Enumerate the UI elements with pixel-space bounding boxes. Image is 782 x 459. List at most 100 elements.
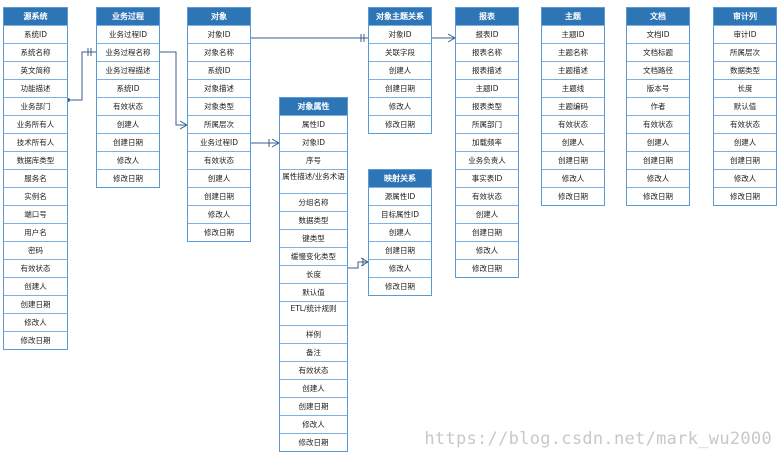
entity-field: 服务名 — [4, 169, 67, 187]
entity-field: 作者 — [627, 97, 689, 115]
entity-field: 修改日期 — [4, 331, 67, 349]
entity-field: 修改人 — [97, 151, 159, 169]
entity-field: 键类型 — [280, 229, 347, 247]
entity-field: 属性描述/业务术语 — [280, 169, 347, 193]
entity-title: 源系统 — [4, 8, 67, 25]
entity-field: 事实表ID — [456, 169, 518, 187]
entity-field: 系统名称 — [4, 43, 67, 61]
entity-field: 属性ID — [280, 115, 347, 133]
entity-field: 修改人 — [714, 169, 776, 187]
entity-title: 映射关系 — [369, 170, 431, 187]
entity-field: 业务所有人 — [4, 115, 67, 133]
entity-field: 业务过程ID — [97, 25, 159, 43]
entity-field: 有效状态 — [4, 259, 67, 277]
entity-field: 源属性ID — [369, 187, 431, 205]
entity-field: 修改日期 — [456, 259, 518, 277]
rel-attribute-mapping — [348, 261, 368, 269]
entity-field: 修改人 — [369, 259, 431, 277]
rel-system-process — [68, 51, 96, 101]
entity-field: 有效状态 — [188, 151, 250, 169]
entity-field: 报表名称 — [456, 43, 518, 61]
entity-field: 有效状态 — [456, 187, 518, 205]
entity-field: 文档路径 — [627, 61, 689, 79]
entity-field: 修改日期 — [280, 433, 347, 451]
entity-field: 创建人 — [369, 223, 431, 241]
entity-field: 创建日期 — [627, 151, 689, 169]
entity-field: 密码 — [4, 241, 67, 259]
entity-field: 技术所有人 — [4, 133, 67, 151]
entity-field: 对象类型 — [188, 97, 250, 115]
entity-field: 修改日期 — [97, 169, 159, 187]
entity-field: 创建日期 — [714, 151, 776, 169]
entity-field: 所属层次 — [714, 43, 776, 61]
entity-field: 主题编码 — [542, 97, 604, 115]
entity-field: 业务过程描述 — [97, 61, 159, 79]
entity-field: 创建人 — [627, 133, 689, 151]
entity-field: 创建日期 — [456, 223, 518, 241]
entity-field: 业务负责人 — [456, 151, 518, 169]
entity-field: 创建日期 — [4, 295, 67, 313]
entity-field: 数据库类型 — [4, 151, 67, 169]
entity-field: 修改日期 — [369, 277, 431, 295]
entity-field: 创建人 — [188, 169, 250, 187]
entity-field: 数据类型 — [714, 61, 776, 79]
entity-field: 业务部门 — [4, 97, 67, 115]
entity-field: 版本号 — [627, 79, 689, 97]
entity-title: 文档 — [627, 8, 689, 25]
entity-field: 对象ID — [280, 133, 347, 151]
entity-field: 主题ID — [456, 79, 518, 97]
entity-field: 对象ID — [188, 25, 250, 43]
entity-field: 修改人 — [369, 97, 431, 115]
entity-field: 创建人 — [4, 277, 67, 295]
entity-field: 创建人 — [97, 115, 159, 133]
entity-field: 文档ID — [627, 25, 689, 43]
entity-field: 备注 — [280, 343, 347, 361]
entity-field: 报表描述 — [456, 61, 518, 79]
rel-process-object — [160, 51, 187, 126]
entity-field: 修改人 — [456, 241, 518, 259]
entity-field: 有效状态 — [280, 361, 347, 379]
entity-field: 修改日期 — [188, 223, 250, 241]
entity-field: 创建日期 — [97, 133, 159, 151]
entity-field: 主题线 — [542, 79, 604, 97]
entity-field: 创建日期 — [369, 79, 431, 97]
entity-field: 修改人 — [4, 313, 67, 331]
entity-field: 缓慢变化类型 — [280, 247, 347, 265]
entity-field: 修改人 — [280, 415, 347, 433]
entity-title: 审计列 — [714, 8, 776, 25]
entity-field: 业务过程ID — [188, 133, 250, 151]
entity-field: 用户名 — [4, 223, 67, 241]
entity-field: 创建人 — [542, 133, 604, 151]
entity-field: 有效状态 — [542, 115, 604, 133]
entity-field: 创建人 — [714, 133, 776, 151]
entity-field: 创建日期 — [369, 241, 431, 259]
entity-field: 加载频率 — [456, 133, 518, 151]
entity-field: 有效状态 — [714, 115, 776, 133]
entity-field: 审计ID — [714, 25, 776, 43]
entity-field: 序号 — [280, 151, 347, 169]
entity-field: 创建人 — [280, 379, 347, 397]
entity-field: 创建日期 — [188, 187, 250, 205]
entity-field: 创建日期 — [280, 397, 347, 415]
entity-field: 默认值 — [714, 97, 776, 115]
entity-field: 对象描述 — [188, 79, 250, 97]
entity-field: 创建日期 — [542, 151, 604, 169]
entity-field: 主题名称 — [542, 43, 604, 61]
entity-field: 功能描述 — [4, 79, 67, 97]
entity-field: 所属层次 — [188, 115, 250, 133]
entity-field: 系统ID — [188, 61, 250, 79]
entity-field: 系统ID — [4, 25, 67, 43]
entity-title: 对象属性 — [280, 98, 347, 115]
entity-field: 主题ID — [542, 25, 604, 43]
